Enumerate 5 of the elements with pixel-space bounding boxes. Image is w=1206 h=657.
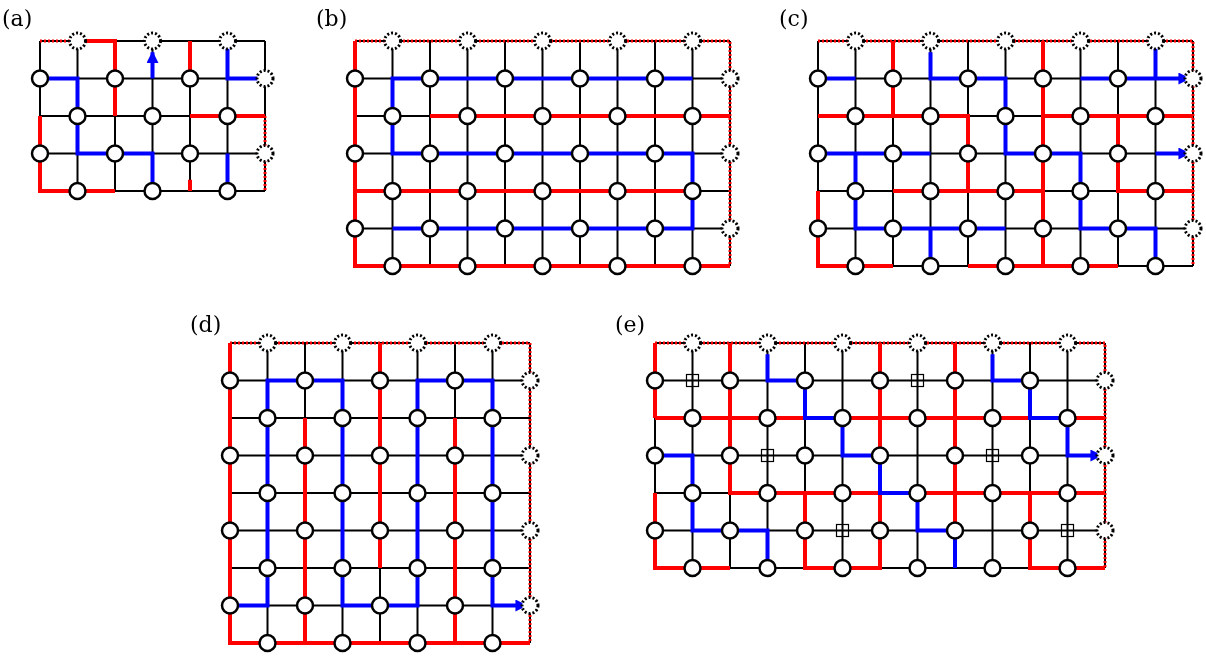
panel-label: (b) [316,8,348,30]
panel-label: (c) [779,8,809,30]
panel-label: (d) [190,314,222,336]
panel-label: (e) [615,314,646,336]
panel-label: (a) [2,8,33,30]
